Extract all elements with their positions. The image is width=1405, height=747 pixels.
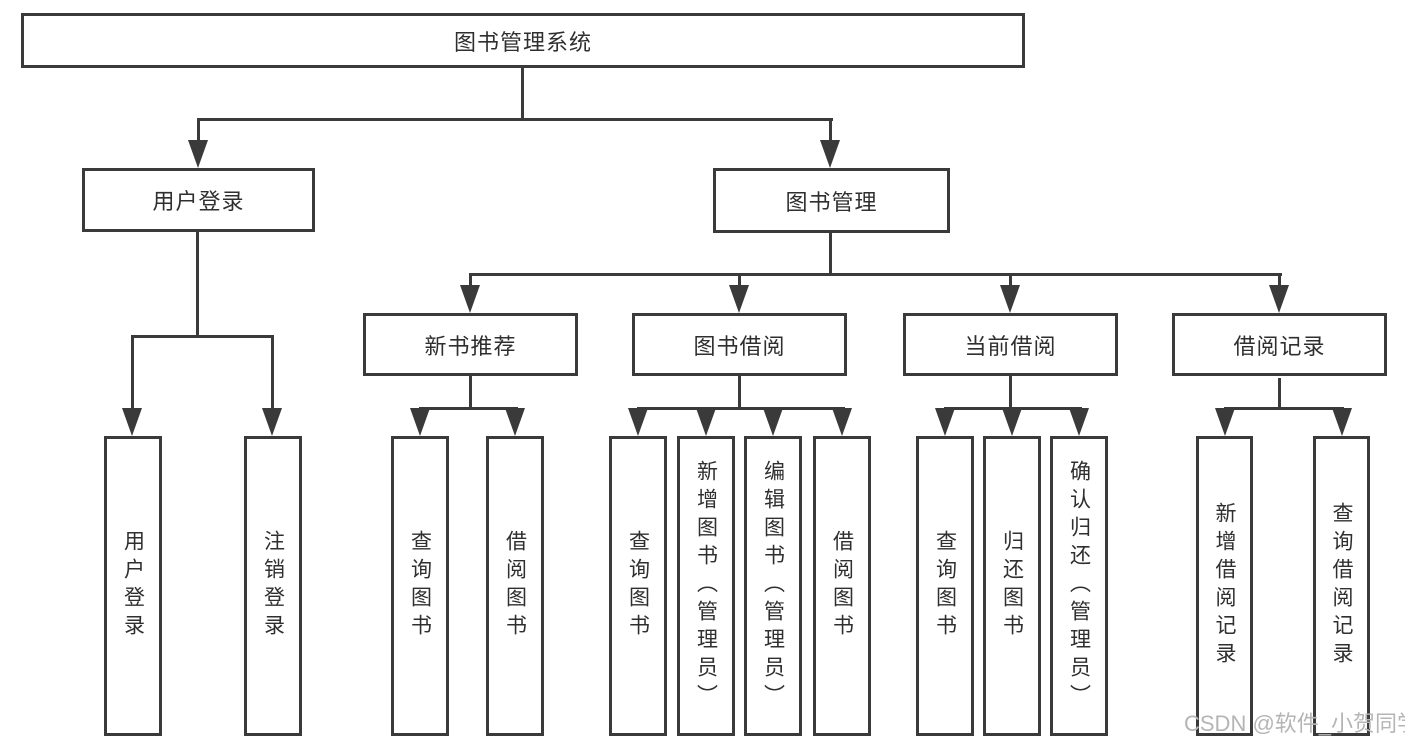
- node-label: 借阅记录: [1233, 333, 1326, 359]
- connector-line: [738, 273, 741, 290]
- arrow-down-icon: [122, 408, 142, 436]
- node-label: 图书管理系统: [453, 29, 592, 55]
- leaf-add-borrow-record: 新增借阅记录: [1196, 436, 1253, 736]
- connector-line: [197, 118, 833, 121]
- node-label: 新书推荐: [424, 333, 517, 359]
- connector-line: [1278, 273, 1281, 290]
- node-new-book-recommendation: 新书推荐: [363, 313, 578, 376]
- node-label: 图书借阅: [693, 333, 786, 359]
- connector-line: [419, 407, 518, 410]
- arrow-down-icon: [262, 408, 282, 436]
- connector-line: [469, 273, 472, 290]
- node-label: 用户登录: [152, 189, 245, 214]
- node-label: 查询图书: [408, 530, 432, 642]
- node-user-login: 用户登录: [82, 168, 315, 232]
- connector-line: [1278, 378, 1281, 409]
- connector-line: [469, 376, 472, 409]
- connector-line: [829, 233, 832, 273]
- node-current-borrowing: 当前借阅: [903, 313, 1118, 376]
- node-label: 当前借阅: [964, 333, 1057, 359]
- connector-line: [197, 118, 200, 146]
- connector-line: [1224, 407, 1344, 410]
- connector-line: [131, 335, 274, 338]
- leaf-borrow-books-borrowing: 借阅图书: [813, 436, 871, 736]
- leaf-user-login: 用户登录: [104, 436, 162, 736]
- node-label: 查询借阅记录: [1330, 502, 1353, 670]
- arrow-down-icon: [820, 140, 840, 168]
- node-label: 编辑图书（管理员）: [761, 460, 785, 712]
- leaf-add-book-admin: 新增图书（管理员）: [677, 436, 735, 736]
- connector-line: [1009, 376, 1012, 409]
- leaf-edit-book-admin: 编辑图书（管理员）: [744, 436, 802, 736]
- node-label: 新增图书（管理员）: [694, 460, 718, 712]
- leaf-logout: 注销登录: [244, 436, 302, 736]
- arrow-down-icon: [1215, 408, 1235, 436]
- node-book-borrowing: 图书借阅: [632, 313, 847, 376]
- node-library-management-system: 图书管理系统: [21, 13, 1025, 68]
- node-label: 图书管理: [785, 189, 878, 215]
- arrow-down-icon: [410, 408, 430, 436]
- node-borrowing-records: 借阅记录: [1172, 313, 1387, 376]
- connector-line: [271, 335, 274, 413]
- node-label: 借阅图书: [830, 530, 854, 642]
- arrow-down-icon: [729, 285, 749, 313]
- arrow-down-icon: [1002, 408, 1022, 436]
- arrow-down-icon: [763, 408, 783, 436]
- node-label: 注销登录: [261, 530, 285, 642]
- node-label: 借阅图书: [503, 530, 527, 642]
- connector-line: [469, 273, 1282, 276]
- node-book-management: 图书管理: [713, 168, 950, 233]
- connector-line: [829, 118, 832, 146]
- node-label: 新增借阅记录: [1213, 502, 1236, 670]
- leaf-query-books-borrowing: 查询图书: [609, 436, 667, 736]
- node-label: 确认归还（管理员）: [1067, 460, 1091, 712]
- arrow-down-icon: [1000, 285, 1020, 313]
- connector-line: [738, 376, 741, 409]
- node-label: 查询图书: [626, 530, 650, 642]
- leaf-query-borrow-record: 查询借阅记录: [1313, 436, 1370, 736]
- arrow-down-icon: [188, 140, 208, 168]
- arrow-down-icon: [1269, 285, 1289, 313]
- arrow-down-icon: [628, 408, 648, 436]
- node-label: 查询图书: [933, 530, 957, 642]
- leaf-borrow-books-recommend: 借阅图书: [486, 436, 544, 736]
- connector-line: [131, 335, 134, 413]
- arrow-down-icon: [1069, 408, 1089, 436]
- node-label: 用户登录: [121, 530, 145, 642]
- connector-line: [1009, 273, 1012, 290]
- leaf-query-books-current: 查询图书: [916, 436, 974, 736]
- arrow-down-icon: [696, 408, 716, 436]
- watermark: CSDN @软件_小贺同学: [1184, 711, 1405, 736]
- node-label: 归还图书: [1000, 530, 1024, 642]
- leaf-return-book: 归还图书: [983, 436, 1041, 736]
- connector-line: [521, 68, 524, 118]
- arrow-down-icon: [832, 408, 852, 436]
- connector-line: [637, 407, 845, 410]
- connector-line: [196, 232, 199, 335]
- arrow-down-icon: [460, 285, 480, 313]
- arrow-down-icon: [505, 408, 525, 436]
- leaf-confirm-return-admin: 确认归还（管理员）: [1050, 436, 1108, 736]
- leaf-query-books-recommend: 查询图书: [391, 436, 449, 736]
- arrow-down-icon: [1332, 408, 1352, 436]
- arrow-down-icon: [935, 408, 955, 436]
